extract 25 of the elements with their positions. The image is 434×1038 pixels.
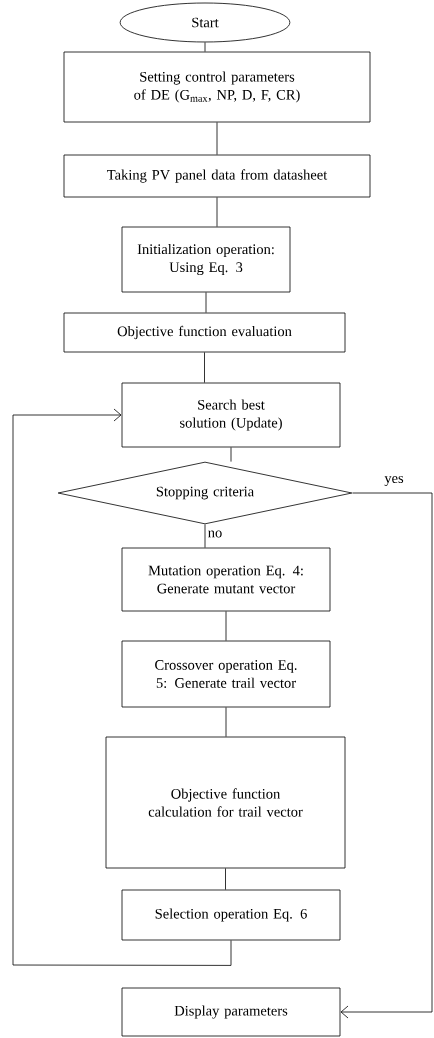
connector [205,292,207,313]
edge-label: no [206,529,224,539]
process-box: Objective function calculation for trail vector [105,736,346,869]
connector [230,447,232,462]
connector [225,707,227,737]
connector [216,122,218,155]
process-box: Crossover operation Eq. 5: Generate trail vector [121,640,331,708]
process-box: Display parameters [121,987,341,1037]
edge-label: yes [383,475,405,487]
terminal-oval: Start [119,2,291,43]
connector [204,42,206,52]
process-box: Selection operation Eq. 6 [121,889,341,941]
process-box: Search best solution (Update) [121,382,341,448]
connector [225,868,226,890]
process-box: Mutation operation Eq. 4: Generate mutant vector [121,547,331,612]
process-box: Setting control parameters of DE (G$_{max}$, NP, D, F, CR) [63,51,371,123]
connector [225,611,227,641]
process-box: Initialization operation: Using Eq. 3 [121,226,291,293]
connector [12,408,232,966]
connector [340,492,433,1019]
process-box: Taking PV panel data from datasheet [63,154,371,198]
connector [216,197,218,227]
process-box: Objective function evaluation [63,312,346,353]
connector [204,352,205,383]
connector [204,524,206,548]
